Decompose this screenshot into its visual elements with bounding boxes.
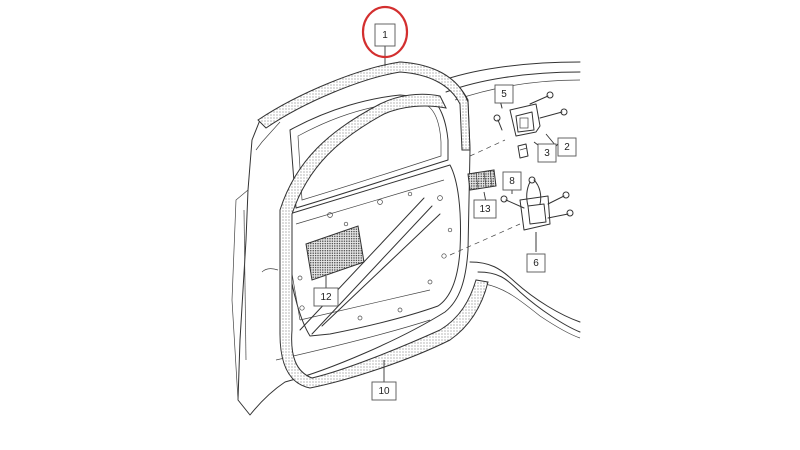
door-shell (231, 61, 471, 416)
window-seal-1 (257, 61, 471, 151)
callout-5[interactable]: 5 (494, 84, 514, 104)
callout-2[interactable]: 2 (557, 137, 577, 157)
highlight-circle (361, 5, 409, 59)
callout-13[interactable]: 13 (473, 199, 497, 219)
door-seal-10 (279, 93, 489, 389)
callout-6[interactable]: 6 (526, 253, 546, 273)
callout-6-label: 6 (533, 258, 539, 269)
callout-13-label: 13 (479, 204, 491, 215)
callout-2-label: 2 (564, 142, 570, 153)
lower-hinge-assembly (500, 176, 574, 250)
callout-1[interactable]: 1 (374, 23, 396, 47)
callout-1-label: 1 (382, 30, 388, 41)
callout-3-label: 3 (544, 148, 550, 159)
callout-10-label: 10 (378, 386, 390, 397)
insulation-pad-12 (305, 225, 365, 281)
callout-12-label: 12 (320, 292, 332, 303)
callout-5-label: 5 (501, 89, 507, 100)
callout-12[interactable]: 12 (313, 287, 339, 307)
callout-8[interactable]: 8 (502, 171, 522, 191)
door-buffer-13 (467, 169, 497, 191)
callout-8-label: 8 (509, 176, 515, 187)
callout-3[interactable]: 3 (537, 143, 557, 163)
callout-10[interactable]: 10 (371, 381, 397, 401)
